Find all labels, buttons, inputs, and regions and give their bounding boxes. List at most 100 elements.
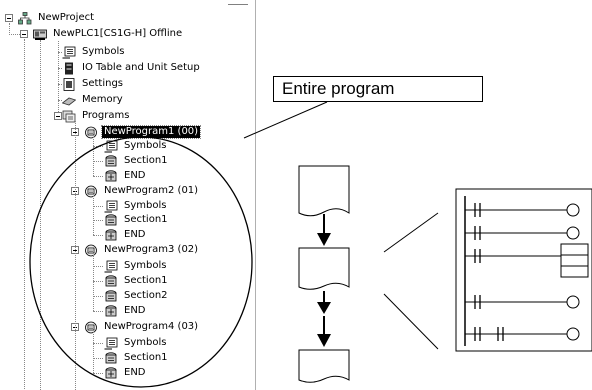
section-icon — [104, 289, 118, 303]
tree-node-program4[interactable]: NewProgram4 (03) — [84, 320, 200, 334]
tree-node-program4-section1[interactable]: Section1 — [104, 351, 170, 365]
tree-node-plc[interactable]: NewPLC1[CS1G-H] Offline — [33, 27, 184, 41]
tree-node-program3-section1[interactable]: Section1 — [104, 274, 170, 288]
tree-node-program1[interactable]: NewProgram1 (00) — [84, 125, 202, 139]
settings-label: Settings — [82, 78, 124, 89]
program1-section1-label: Section1 — [124, 155, 168, 166]
tree-node-program1-section1[interactable]: Section1 — [104, 154, 170, 168]
section-icon — [104, 351, 118, 365]
programs-expander[interactable] — [54, 112, 62, 120]
program-icon — [84, 244, 98, 257]
flow-arrow-1-head — [317, 233, 331, 246]
panel-top-edge — [228, 4, 248, 5]
tree-connector — [93, 373, 103, 374]
program4-label: NewProgram4 (03) — [104, 321, 199, 332]
program3-symbols-label: Symbols — [124, 260, 167, 271]
tree-connector — [93, 358, 103, 359]
ladder-output-coil — [566, 295, 580, 309]
program1-end-label: END — [124, 170, 146, 181]
tree-node-io-table[interactable]: IO Table and Unit Setup — [62, 61, 202, 75]
programs-highlight-ellipse — [29, 136, 253, 388]
program-block-3 — [298, 349, 350, 383]
tree-connector — [93, 137, 94, 176]
section-icon — [104, 274, 118, 288]
ladder-rungs — [465, 203, 589, 341]
memory-icon — [61, 94, 77, 107]
tree-connector — [40, 40, 41, 390]
tree-node-program1-end[interactable]: END — [104, 169, 148, 183]
tree-node-program2-section1[interactable]: Section1 — [104, 213, 170, 227]
end-icon — [104, 228, 118, 242]
symbols-icon — [104, 260, 118, 273]
tree-connector — [93, 332, 94, 373]
program2-label: NewProgram2 (01) — [104, 185, 199, 196]
ladder-output-coil — [566, 226, 580, 240]
tree-connector — [93, 311, 103, 312]
tree-node-program3-end[interactable]: END — [104, 304, 148, 318]
program2-end-label: END — [124, 229, 146, 240]
program4-section1-label: Section1 — [124, 352, 168, 363]
tree-connector — [93, 296, 103, 297]
tree-node-program2-symbols[interactable]: Symbols — [104, 199, 168, 213]
tree-connector — [58, 100, 62, 101]
end-icon — [104, 304, 118, 318]
program3-section2-label: Section2 — [124, 290, 168, 301]
project-icon — [18, 11, 32, 25]
zoom-line-bottom — [383, 293, 439, 350]
program3-label: NewProgram3 (02) — [104, 244, 199, 255]
callout-leader-line — [243, 101, 328, 139]
program3-section1-label: Section1 — [124, 275, 168, 286]
tree-connector — [58, 84, 62, 85]
root-expander[interactable] — [5, 14, 13, 22]
io-table-icon — [62, 62, 76, 75]
tree-connector — [93, 235, 103, 236]
tree-node-settings[interactable]: Settings — [62, 77, 125, 91]
tree-connector — [93, 255, 94, 311]
plc-icon — [33, 28, 47, 41]
programs-folder-icon — [62, 110, 76, 123]
project-label: NewProject — [38, 12, 95, 23]
program1-label: NewProgram1 (00) — [100, 125, 202, 139]
tree-node-program3-section2[interactable]: Section2 — [104, 289, 170, 303]
tree-connector — [93, 343, 103, 344]
program1-symbols-label: Symbols — [124, 140, 167, 151]
tree-node-memory[interactable]: Memory — [61, 93, 125, 107]
tree-node-program2[interactable]: NewProgram2 (01) — [84, 184, 200, 198]
plc-expander[interactable] — [20, 30, 28, 38]
tree-connector — [58, 52, 62, 53]
tree-connector — [93, 196, 94, 235]
tree-node-program4-symbols[interactable]: Symbols — [104, 336, 168, 350]
end-icon — [104, 169, 118, 183]
tree-node-program4-end[interactable]: END — [104, 366, 148, 380]
tree-connector — [9, 34, 20, 35]
program2-symbols-label: Symbols — [124, 200, 167, 211]
section-icon — [104, 154, 118, 168]
tree-node-program3[interactable]: NewProgram3 (02) — [84, 243, 200, 257]
tree-connector — [93, 266, 103, 267]
tree-node-program3-symbols[interactable]: Symbols — [104, 259, 168, 273]
section-icon — [104, 213, 118, 227]
tree-connector — [58, 68, 62, 69]
tree-connector — [93, 220, 103, 221]
io-table-label: IO Table and Unit Setup — [82, 62, 200, 73]
tree-node-project[interactable]: NewProject — [18, 11, 96, 25]
tree-connector — [24, 39, 25, 389]
tree-node-program1-symbols[interactable]: Symbols — [104, 139, 168, 153]
ladder-output-coil — [566, 327, 580, 341]
tree-connector — [93, 281, 103, 282]
tree-node-programs[interactable]: Programs — [62, 109, 131, 123]
ladder-output-coil — [566, 203, 580, 217]
tree-connector — [9, 23, 10, 35]
program-icon — [84, 321, 98, 334]
flow-arrow-2-head — [317, 302, 331, 314]
tree-node-plc-symbols[interactable]: Symbols — [62, 45, 126, 59]
zoom-line-top — [383, 212, 439, 253]
symbols-icon — [104, 337, 118, 350]
program4-symbols-label: Symbols — [124, 337, 167, 348]
tree-connector — [93, 161, 103, 162]
project-tree: NewProject NewPLC1[CS1G-H] Offline Symbo… — [0, 0, 256, 390]
end-icon — [104, 366, 118, 380]
tree-node-program2-end[interactable]: END — [104, 228, 148, 242]
program-icon — [84, 185, 98, 198]
